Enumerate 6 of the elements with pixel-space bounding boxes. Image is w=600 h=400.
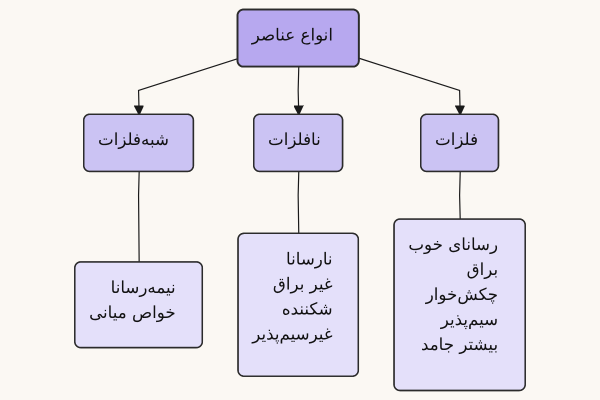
- arrow: [293, 67, 304, 116]
- arrow: [359, 58, 466, 116]
- arrow: [134, 58, 238, 116]
- connector: [138, 172, 140, 262]
- connector: [459, 172, 461, 220]
- connector: [298, 172, 300, 234]
